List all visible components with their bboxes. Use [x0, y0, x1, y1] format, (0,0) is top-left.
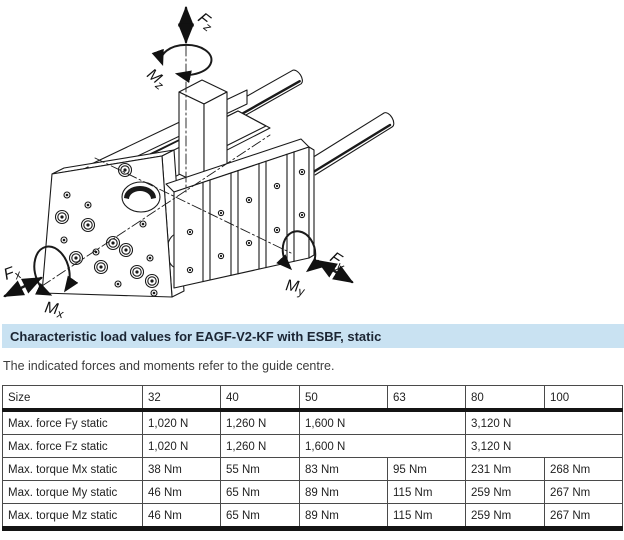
table-cell: 89 Nm: [299, 480, 388, 504]
table-cell: 46 Nm: [142, 503, 221, 531]
column-header-63: 63: [387, 385, 466, 412]
table-cell: 267 Nm: [544, 503, 623, 531]
table-cell: 65 Nm: [220, 503, 300, 531]
note-text: The indicated forces and moments refer t…: [3, 359, 335, 373]
rib-plate-holes: [186, 168, 306, 274]
table-cell: 259 Nm: [465, 503, 545, 531]
table-cell: 267 Nm: [544, 480, 623, 504]
section-title-band: Characteristic load values for EAGF-V2-K…: [2, 324, 624, 348]
moment-arrow-my: [276, 230, 323, 273]
column-header-32: 32: [142, 385, 221, 412]
column-header-100: 100: [544, 385, 623, 412]
row-label: Max. torque My static: [2, 480, 143, 504]
row-label: Max. torque Mz static: [2, 503, 143, 531]
table-cell: 231 Nm: [465, 457, 545, 481]
table-cell: 83 Nm: [299, 457, 388, 481]
row-label: Max. force Fz static: [2, 434, 143, 458]
table-cell: 1,600 N: [299, 409, 466, 435]
row-label: Max. force Fy static: [2, 409, 143, 435]
front-mounting-plate: [41, 155, 173, 298]
mounting-plate-holes: [54, 162, 160, 297]
table-cell: 3,120 N: [465, 409, 623, 435]
moment-arrow-mz: [151, 43, 213, 83]
table-cell: 55 Nm: [220, 457, 300, 481]
table-cell: 1,600 N: [299, 434, 466, 458]
guide-unit-diagram: Fz Mz Fx Mx Fy My: [2, 5, 395, 321]
table-cell: 89 Nm: [299, 503, 388, 531]
section-title: Characteristic load values for EAGF-V2-K…: [10, 329, 382, 344]
table-cell: 115 Nm: [387, 480, 466, 504]
column-header-size: Size: [2, 385, 143, 412]
label-fy: Fy: [326, 249, 350, 274]
table-cell: 259 Nm: [465, 480, 545, 504]
force-arrow-fy: [316, 259, 354, 284]
table-cell: 1,260 N: [220, 434, 300, 458]
table-cell: 3,120 N: [465, 434, 623, 458]
label-mx: Mx: [43, 299, 66, 321]
label-my: My: [284, 277, 307, 299]
row-label: Max. torque Mx static: [2, 457, 143, 481]
table-cell: 115 Nm: [387, 503, 466, 531]
label-fz: Fz: [193, 10, 217, 35]
label-mz: Mz: [142, 66, 169, 93]
table-cell: 38 Nm: [142, 457, 221, 481]
table-cell: 1,020 N: [142, 434, 221, 458]
column-header-50: 50: [299, 385, 388, 412]
mounting-post: [178, 79, 228, 187]
spindle-nut-dome: [124, 186, 156, 199]
table-cell: 268 Nm: [544, 457, 623, 481]
table-cell: 46 Nm: [142, 480, 221, 504]
table-cell: 1,020 N: [142, 409, 221, 435]
column-header-80: 80: [465, 385, 545, 412]
column-header-40: 40: [220, 385, 300, 412]
table-cell: 65 Nm: [220, 480, 300, 504]
table-cell: 1,260 N: [220, 409, 300, 435]
ribbed-side-plate: [165, 138, 315, 289]
table-cell: 95 Nm: [387, 457, 466, 481]
label-fx: Fx: [2, 262, 24, 286]
force-arrow-fx: [3, 276, 43, 298]
guide-rod-lower: [306, 112, 395, 176]
